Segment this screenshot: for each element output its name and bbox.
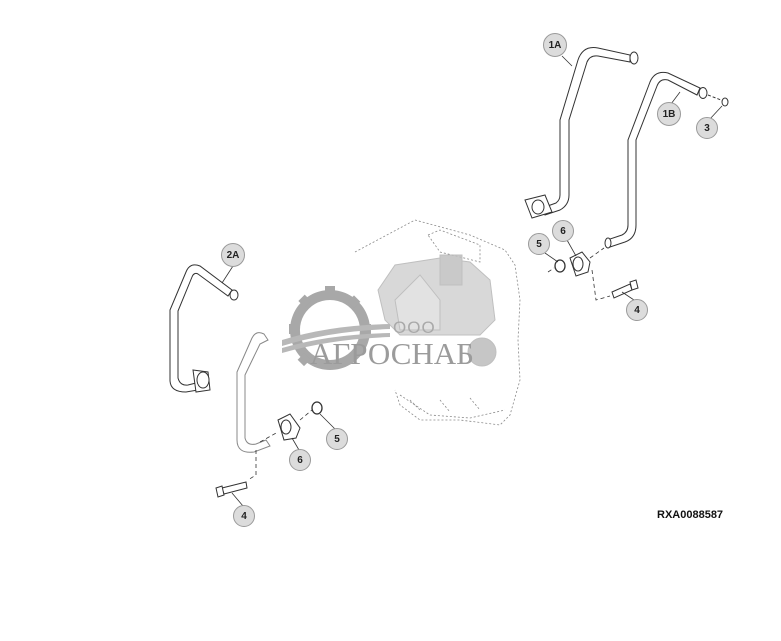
- callout-1b: 1B: [657, 102, 681, 126]
- bolt-4-upper: [611, 279, 639, 299]
- callout-4-upper: 4: [626, 299, 648, 321]
- callout-3: 3: [696, 117, 718, 139]
- tube-2a: [169, 264, 239, 393]
- engine-block-outline: [354, 219, 521, 426]
- bolt-4-lower: [215, 481, 248, 498]
- tube-lower: [236, 332, 271, 453]
- o-ring-5-upper: [554, 259, 566, 273]
- assembly-lines-lower: [247, 409, 313, 481]
- callout-6-upper: 6: [552, 220, 574, 242]
- callout-5-upper: 5: [528, 233, 550, 255]
- callout-6-lower: 6: [289, 449, 311, 471]
- watermark-prefix: ООО: [393, 318, 436, 337]
- watermark-harvester: [377, 254, 497, 367]
- assembly-lines-upper: [547, 247, 611, 301]
- callout-4-lower: 4: [233, 505, 255, 527]
- figure-id: RXA0088587: [657, 509, 724, 521]
- tube-1a: [524, 47, 639, 219]
- callout-2a: 2A: [221, 243, 245, 267]
- watermark-company-name: АГРОСНАБ: [310, 336, 474, 371]
- clamp-block-6-upper: [569, 251, 591, 277]
- callout-5-lower: 5: [326, 428, 348, 450]
- o-ring-5-lower: [311, 401, 323, 415]
- plug-3: [707, 94, 729, 107]
- clamp-block-6-lower: [277, 413, 301, 441]
- watermark-swoosh: [282, 324, 390, 353]
- tube-1b: [604, 71, 708, 249]
- callout-1a: 1A: [543, 33, 567, 57]
